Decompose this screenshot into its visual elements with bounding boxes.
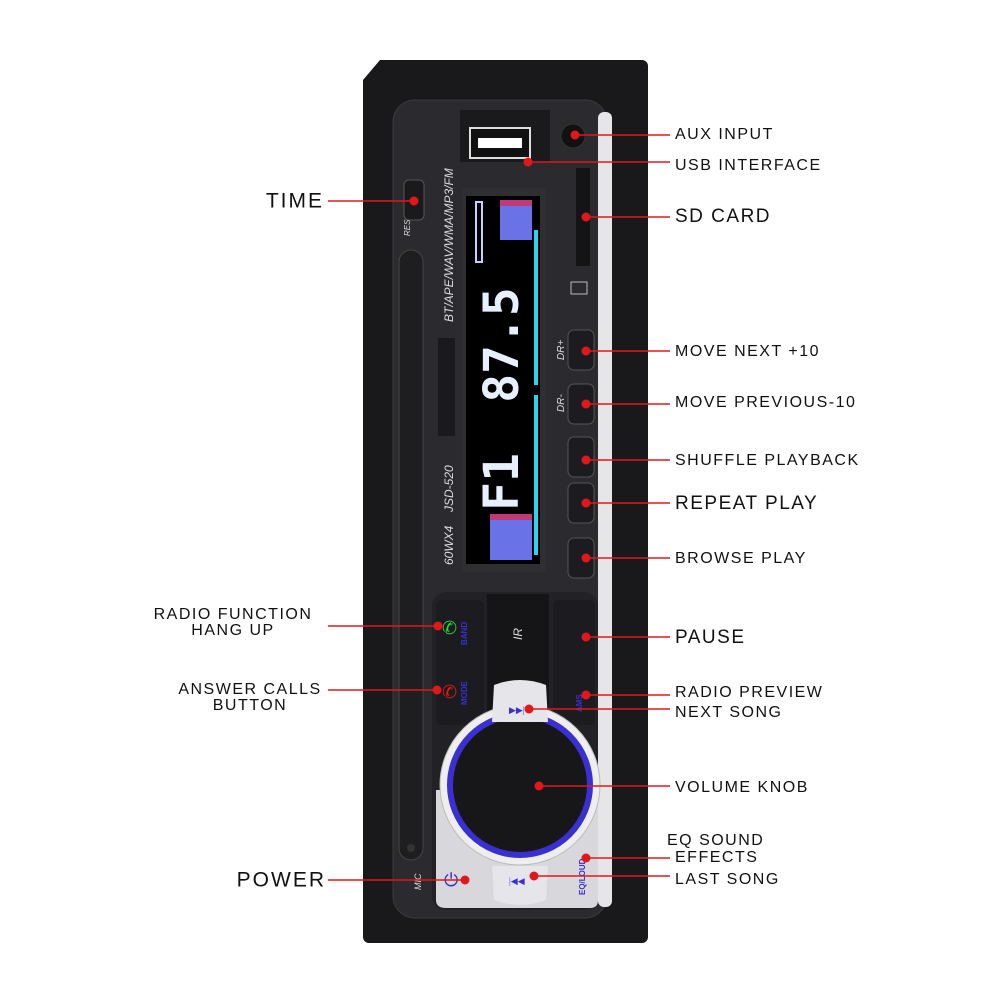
label-power: POWER [237,869,326,892]
formats-label: BT/APE/WAV/WMA/MP3/FM [442,168,456,322]
power-rating-label: 60WX4 [442,525,456,565]
dr-plus-button[interactable] [567,329,595,371]
phone-red-icon: ✆ [442,682,457,702]
label-browse: BROWSE PLAY [675,550,807,567]
label-eq-line2: EFFECTS [675,849,758,866]
dr-minus-label: DR- [556,394,567,412]
label-pause: PAUSE [675,627,746,648]
car-stereo-faceplate: RES 87.5 F1 BT/APE/WAV/WMA/MP3/FM JSD-52… [363,60,648,943]
label-radio-preview: RADIO PREVIEW [675,684,823,701]
disc-slot [398,249,424,861]
mode-button[interactable]: MODE [460,680,469,705]
ir-window [438,338,455,436]
shuffle-button[interactable] [567,436,595,478]
mic-label: MIC [413,873,423,890]
label-move-previous: MOVE PREVIOUS-10 [675,394,856,411]
call-buttons[interactable] [436,600,484,725]
ir-label: IR [511,628,525,640]
pause-preview-buttons[interactable] [553,600,595,725]
band-readout: F1 [474,453,530,511]
label-repeat: REPEAT PLAY [675,493,818,514]
label-aux-input: AUX INPUT [675,126,774,143]
prev-icon: |◀◀ [509,876,525,886]
label-eq-line1: EQ SOUND [667,832,764,849]
callout-lines [328,134,670,881]
level-bar-top [534,230,538,385]
sd-card-icon [570,281,588,295]
callout-dots [409,130,591,885]
label-radio-function-line1: RADIO FUNCTION [154,606,313,623]
label-answer-calls-line2: BUTTON [213,697,287,714]
band-button[interactable]: BAND [460,622,469,645]
label-volume-knob: VOLUME KNOB [675,779,809,796]
label-usb-interface: USB INTERFACE [675,157,822,174]
lcd-display [466,196,540,564]
label-last-song: LAST SONG [675,871,780,888]
label-time: TIME [266,190,324,213]
label-radio-function-line2: HANG UP [191,622,274,639]
label-answer-calls-line1: ANSWER CALLS [178,681,321,698]
next-icon: ▶▶| [509,705,525,715]
ams-button[interactable]: AMS [575,694,584,712]
label-sd-card: SD CARD [675,206,771,227]
spectrum-top-icon [500,200,532,240]
res-label: RES [403,219,412,236]
spectrum-bottom-icon [490,514,532,560]
level-bar-bottom [534,395,538,555]
label-next-song: NEXT SONG [675,704,782,721]
mic-hole [407,844,415,852]
frequency-readout: 87.5 [474,287,530,403]
volume-knob[interactable] [447,712,593,858]
signal-meter [475,201,483,263]
next-song-button[interactable] [492,680,548,722]
label-move-next: MOVE NEXT +10 [675,343,820,360]
dr-plus-label: DR+ [556,340,567,360]
phone-green-icon: ✆ [442,618,457,638]
model-label: JSD-520 [442,465,456,513]
label-shuffle: SHUFFLE PLAYBACK [675,452,860,469]
